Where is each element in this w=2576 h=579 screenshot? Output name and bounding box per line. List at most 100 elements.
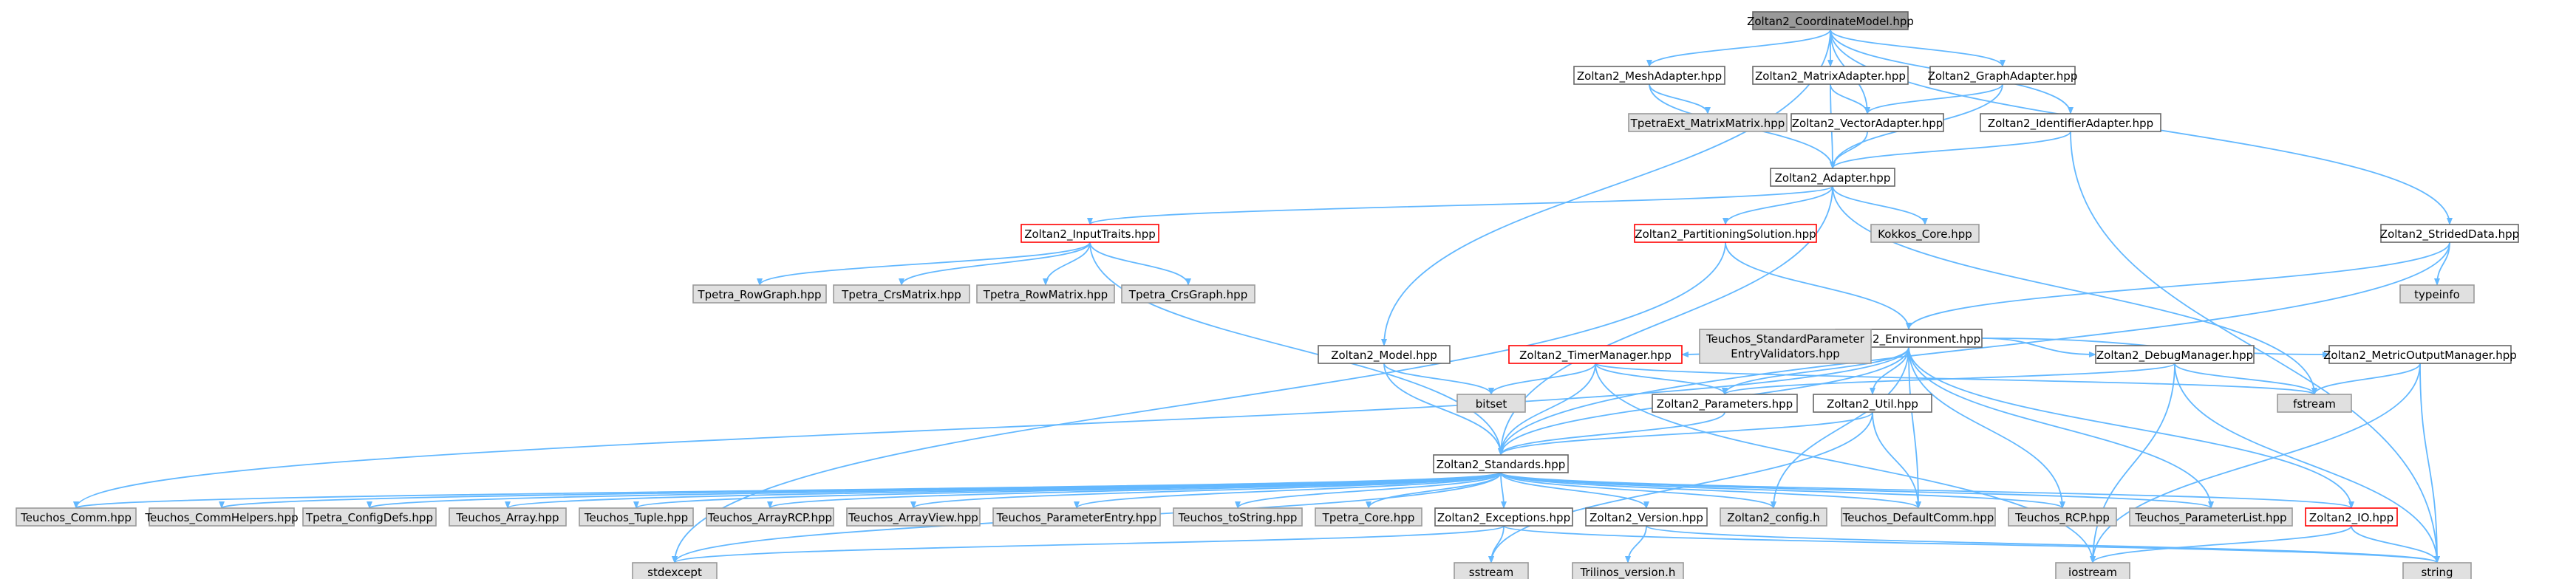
node-util[interactable]: Zoltan2_Util.hpp	[1813, 394, 1932, 413]
node-tpetracore-label: Tpetra_Core.hpp	[1322, 511, 1415, 525]
node-defcomm: Teuchos_DefaultComm.hpp	[1841, 507, 1996, 527]
edge-inputtraits-to-standards	[1089, 241, 1504, 456]
node-debug[interactable]: Zoltan2_DebugManager.hpp	[2095, 345, 2255, 364]
node-iostream-box	[2055, 562, 2130, 579]
edge-model-to-bitset	[1383, 363, 1494, 395]
node-tparamentry: Teuchos_ParameterEntry.hpp	[992, 507, 1161, 527]
node-mesh[interactable]: Zoltan2_MeshAdapter.hpp	[1573, 66, 1725, 85]
node-vector[interactable]: Zoltan2_VectorAdapter.hpp	[1790, 113, 1944, 132]
node-parameters[interactable]: Zoltan2_Parameters.hpp	[1652, 394, 1798, 413]
node-root[interactable]: Zoltan2_CoordinateModel.hpp	[1747, 11, 1914, 30]
node-crsgraph-box	[1121, 284, 1255, 304]
node-inputtraits-label: Zoltan2_InputTraits.hpp	[1024, 227, 1156, 241]
node-identifier-box	[1980, 113, 2161, 132]
edge-standards-to-tparamentry	[1074, 472, 1502, 509]
node-model[interactable]: Zoltan2_Model.hpp	[1318, 345, 1451, 364]
node-tcommhelpers: Teuchos_CommHelpers.hpp	[144, 507, 299, 527]
edge-environment-to-util	[1870, 346, 1909, 395]
node-standards[interactable]: Zoltan2_Standards.hpp	[1433, 454, 1569, 473]
node-rowmatrix: Tpetra_RowMatrix.hpp	[976, 284, 1115, 304]
node-rowgraph: Tpetra_RowGraph.hpp	[692, 284, 827, 304]
edge-environment-to-tcomm	[73, 346, 1909, 509]
edge-strided-to-standards	[1498, 241, 2450, 456]
node-stdexcept-label: stdexcept	[647, 566, 702, 579]
node-rcp-label: Teuchos_RCP.hpp	[2014, 511, 2110, 525]
node-sstream-label: sstream	[1469, 566, 1513, 579]
edge-environment-to-rcp	[1908, 346, 2065, 509]
node-io-label: Zoltan2_IO.hpp	[2309, 511, 2393, 525]
node-graph[interactable]: Zoltan2_GraphAdapter.hpp	[1928, 66, 2078, 85]
node-ttuple-label: Teuchos_Tuple.hpp	[584, 511, 688, 525]
node-identifier-label: Zoltan2_IdentifierAdapter.hpp	[1988, 117, 2153, 131]
edge-debug-to-iostream	[2090, 363, 2175, 563]
edge-standards-to-tarrayview	[910, 472, 1502, 509]
node-config-label: Zoltan2_config.h	[1727, 511, 1819, 525]
node-ttostring: Teuchos_toString.hpp	[1173, 507, 1303, 527]
node-metric-box	[2328, 345, 2512, 364]
node-ttostring-box	[1173, 507, 1303, 527]
node-timer[interactable]: Zoltan2_TimerManager.hpp	[1508, 345, 1683, 364]
node-metric-label: Zoltan2_MetricOutputManager.hpp	[2323, 349, 2517, 363]
node-timer-box	[1508, 345, 1683, 364]
edge-standards-to-defcomm	[1500, 472, 1921, 509]
node-tarrayview: Teuchos_ArrayView.hpp	[846, 507, 981, 527]
node-adapter[interactable]: Zoltan2_Adapter.hpp	[1770, 168, 1895, 187]
node-inputtraits[interactable]: Zoltan2_InputTraits.hpp	[1020, 224, 1159, 243]
node-matrix[interactable]: Zoltan2_MatrixAdapter.hpp	[1752, 66, 1909, 85]
node-root-box	[1752, 11, 1909, 30]
node-exceptions-label: Zoltan2_Exceptions.hpp	[1437, 511, 1570, 525]
edge-partsol-to-stdexcept	[672, 241, 1726, 563]
node-bitset-label: bitset	[1476, 397, 1507, 411]
node-model-label: Zoltan2_Model.hpp	[1331, 349, 1437, 363]
node-metric[interactable]: Zoltan2_MetricOutputManager.hpp	[2323, 345, 2517, 364]
node-tarrayview-label: Teuchos_ArrayView.hpp	[848, 511, 978, 525]
node-partsol[interactable]: Zoltan2_PartitioningSolution.hpp	[1634, 224, 1817, 243]
node-stdparam-label: Teuchos_StandardParameter	[1706, 332, 1865, 346]
node-identifier[interactable]: Zoltan2_IdentifierAdapter.hpp	[1980, 113, 2161, 132]
node-fstream: fstream	[2277, 394, 2352, 413]
node-iostream-label: iostream	[2068, 566, 2117, 579]
edge-util-to-defcomm	[1872, 411, 1921, 509]
edge-metric-to-string	[2419, 363, 2440, 563]
node-vector-label: Zoltan2_VectorAdapter.hpp	[1792, 117, 1943, 131]
node-crsmatrix-label: Tpetra_CrsMatrix.hpp	[841, 288, 961, 302]
edge-root-to-mesh	[1646, 29, 1831, 67]
edge-debug-to-fstream	[2174, 363, 2317, 395]
node-rcp: Teuchos_RCP.hpp	[2008, 507, 2117, 527]
node-io[interactable]: Zoltan2_IO.hpp	[2305, 507, 2398, 527]
node-tconfig-box	[302, 507, 437, 527]
node-strided[interactable]: Zoltan2_StridedData.hpp	[2380, 224, 2519, 243]
edge-adapter-to-fstream	[1832, 185, 2317, 395]
node-tarrayview-box	[846, 507, 981, 527]
edge-adapter-to-kokkos	[1832, 185, 1928, 225]
node-rowmatrix-label: Tpetra_RowMatrix.hpp	[983, 288, 1108, 302]
node-trilinos-box	[1572, 562, 1684, 579]
node-typeinfo-label: typeinfo	[2414, 288, 2460, 301]
edge-timer-to-bitset	[1488, 363, 1596, 395]
edge-standards-to-io	[1500, 472, 2354, 509]
node-tpetracore-box	[1315, 507, 1422, 527]
node-fstream-box	[2277, 394, 2352, 413]
edge-inputtraits-to-rowgraph	[757, 241, 1091, 286]
node-tparamentry-label: Teuchos_ParameterEntry.hpp	[996, 511, 1157, 525]
edge-environment-to-defcomm	[1908, 346, 1921, 509]
node-tconfig-label: Tpetra_ConfigDefs.hpp	[305, 511, 433, 525]
node-iostream: iostream	[2055, 562, 2130, 579]
edge-inputtraits-to-crsmatrix	[899, 241, 1091, 286]
edge-exceptions-to-string	[1503, 525, 2440, 563]
node-version[interactable]: Zoltan2_Version.hpp	[1585, 507, 1708, 527]
node-tconfig: Tpetra_ConfigDefs.hpp	[302, 507, 437, 527]
node-bitset: bitset	[1456, 394, 1526, 413]
node-sstream: sstream	[1454, 562, 1529, 579]
node-tarray: Teuchos_Array.hpp	[449, 507, 567, 527]
node-paramlist-box	[2129, 507, 2293, 527]
edge-standards-to-config	[1500, 472, 1776, 509]
node-matrix-label: Zoltan2_MatrixAdapter.hpp	[1755, 69, 1906, 83]
node-inputtraits-box	[1020, 224, 1159, 243]
node-crsmatrix: Tpetra_CrsMatrix.hpp	[833, 284, 970, 304]
node-exceptions[interactable]: Zoltan2_Exceptions.hpp	[1434, 507, 1573, 527]
node-exceptions-box	[1434, 507, 1573, 527]
node-rowgraph-box	[692, 284, 827, 304]
node-paramlist: Teuchos_ParameterList.hpp	[2129, 507, 2293, 527]
edge-debug-to-string	[2174, 363, 2440, 563]
